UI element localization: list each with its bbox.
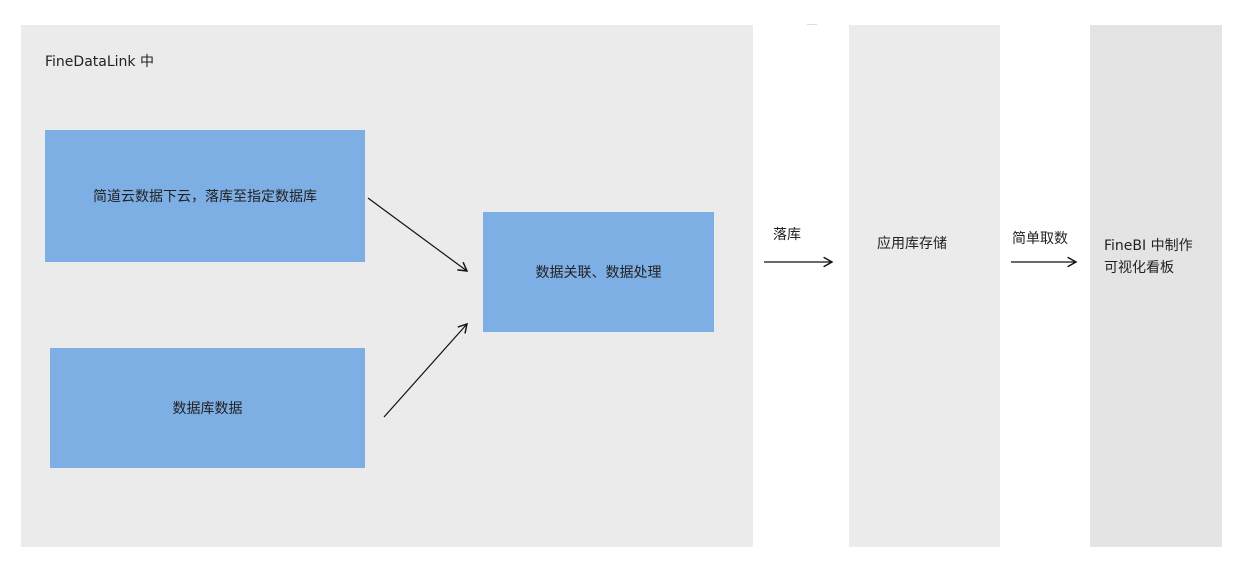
arrow-db-to-processing bbox=[383, 322, 468, 418]
node-db-data: 数据库数据 bbox=[50, 348, 365, 468]
container-title: FineDataLink 中 bbox=[45, 54, 154, 70]
node-app-storage bbox=[849, 25, 1000, 547]
finebi-label-2: 可视化看板 bbox=[1104, 260, 1174, 276]
app-storage-label: 应用库存储 bbox=[877, 236, 947, 252]
node-cloud-data: 简道云数据下云，落库至指定数据库 bbox=[45, 130, 365, 262]
edge-label-to-storage: 落库 bbox=[773, 227, 801, 243]
node-finebi bbox=[1090, 25, 1222, 547]
node-processing: 数据关联、数据处理 bbox=[483, 212, 714, 332]
edge-label-to-finebi: 简单取数 bbox=[1012, 231, 1068, 247]
arrow-cloud-to-processing bbox=[367, 197, 469, 272]
finebi-label-1: FineBI 中制作 bbox=[1104, 238, 1193, 254]
divider-mark bbox=[807, 24, 817, 25]
